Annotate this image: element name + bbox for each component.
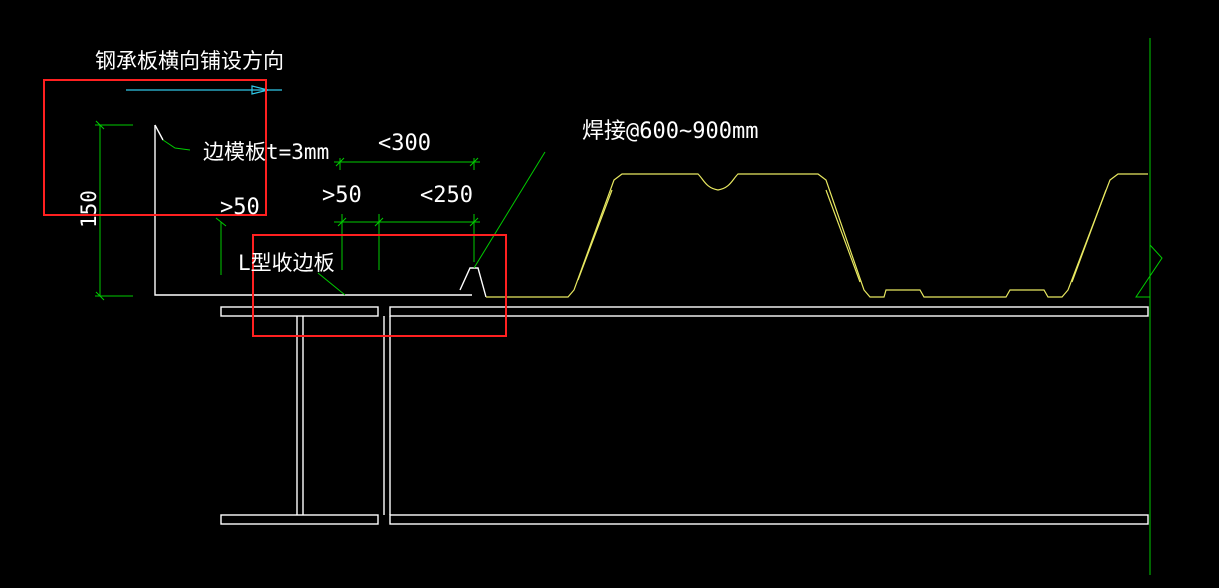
steel-deck-profile <box>486 173 1148 298</box>
label-dim-min-50-left: >50 <box>220 195 260 220</box>
label-dim-max-300: <300 <box>378 131 431 156</box>
label-dim-150: 150 <box>77 190 101 228</box>
direction-arrow <box>126 85 282 95</box>
highlight-box-l-edge-plate <box>252 234 507 337</box>
highlight-box-edge-form <box>43 79 267 216</box>
label-edge-form-plate: 边模板t=3mm <box>203 140 329 164</box>
dimension-lines <box>95 120 546 301</box>
beam-elevation <box>383 306 1149 525</box>
label-l-edge-plate: L型收边板 <box>238 251 335 275</box>
label-weld-spacing: 焊接@600~900mm <box>582 119 758 144</box>
i-beam-section <box>220 306 379 525</box>
label-dim-max-250: <250 <box>420 183 473 208</box>
label-dim-min-50-top: >50 <box>322 183 362 208</box>
label-layout-direction: 钢承板横向铺设方向 <box>95 49 284 73</box>
column-line <box>1135 38 1163 575</box>
